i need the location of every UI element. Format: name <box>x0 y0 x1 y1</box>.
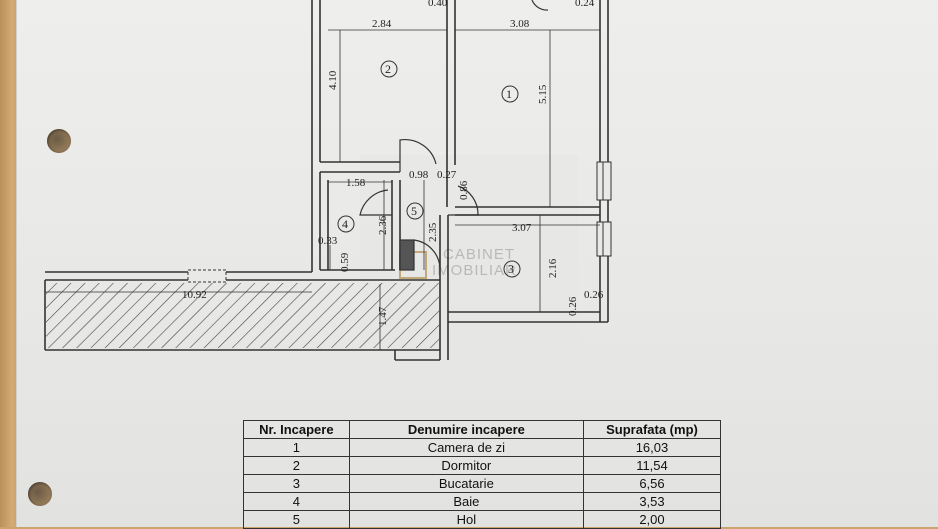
cell-surface: 3,53 <box>582 492 722 511</box>
header-room-name: Denumire incapere <box>348 420 584 439</box>
cell-room-name: Camera de zi <box>348 438 584 457</box>
dim-label: 0.27 <box>437 169 457 181</box>
table-row: 2 Dormitor 11,54 <box>243 456 722 475</box>
dim-label: 0.24 <box>575 0 595 9</box>
cell-room-number: 1 <box>243 438 350 457</box>
cell-room-number: 2 <box>243 456 350 475</box>
dim-label: 1.47 <box>377 306 389 326</box>
room-markers: 2 1 4 5 3 <box>337 60 521 278</box>
dim-label: 3.07 <box>512 222 532 234</box>
room-number: 2 <box>385 62 391 76</box>
dim-label: 10.92 <box>182 289 207 301</box>
dim-label: 0.26 <box>567 296 579 316</box>
balcony-door <box>187 269 227 283</box>
dim-label: 2.16 <box>547 258 559 278</box>
dim-label: 1.58 <box>346 177 366 189</box>
table-header-row: Nr. Incapere Denumire incapere Suprafata… <box>243 420 722 439</box>
dim-label: 0.59 <box>339 252 351 272</box>
cell-room-name: Bucatarie <box>348 474 584 493</box>
room-number: 5 <box>411 204 417 218</box>
windows <box>596 161 612 257</box>
cell-surface: 11,54 <box>582 456 722 475</box>
walls <box>44 0 609 361</box>
dim-label: 3.08 <box>510 18 530 30</box>
dim-label: 0.33 <box>318 235 338 247</box>
table-row: 4 Baie 3,53 <box>243 492 722 511</box>
room-area-table: Nr. Incapere Denumire incapere Suprafata… <box>243 420 722 529</box>
punch-hole-top <box>47 129 71 153</box>
header-room-number: Nr. Incapere <box>243 420 350 439</box>
table-row: 5 Hol 2,00 <box>243 510 722 529</box>
cell-room-name: Hol <box>348 510 584 529</box>
cell-room-name: Baie <box>348 492 584 511</box>
dim-label: 4.10 <box>327 70 339 90</box>
table-row: 1 Camera de zi 16,03 <box>243 438 722 457</box>
cell-surface: 6,56 <box>582 474 722 493</box>
room-number: 4 <box>342 217 348 231</box>
dimension-lines <box>45 29 600 350</box>
balcony-hatch <box>46 283 439 348</box>
watermark-line-1: CABINET <box>443 246 515 263</box>
cell-surface: 2,00 <box>582 510 722 529</box>
cell-room-name: Dormitor <box>348 456 584 475</box>
dim-label: 2.35 <box>427 222 439 242</box>
dim-label: 0.86 <box>458 180 470 200</box>
punch-hole-bottom <box>28 482 52 506</box>
dim-label: 2.84 <box>372 18 392 30</box>
header-surface: Suprafata (mp) <box>582 420 722 439</box>
room-number: 3 <box>508 262 514 276</box>
dim-label: 0.26 <box>584 289 604 301</box>
dim-label: 0.40 <box>428 0 448 9</box>
dim-label: 0.98 <box>409 169 429 181</box>
room-number: 1 <box>506 87 512 101</box>
cell-room-number: 3 <box>243 474 350 493</box>
cell-room-number: 5 <box>243 510 350 529</box>
dim-label: 2.36 <box>377 215 389 235</box>
cell-room-number: 4 <box>243 492 350 511</box>
table-row: 3 Bucatarie 6,56 <box>243 474 722 493</box>
watermark-line-2: IMOBILIAR <box>432 262 517 279</box>
dim-label: 5.15 <box>537 84 549 104</box>
cell-surface: 16,03 <box>582 438 722 457</box>
